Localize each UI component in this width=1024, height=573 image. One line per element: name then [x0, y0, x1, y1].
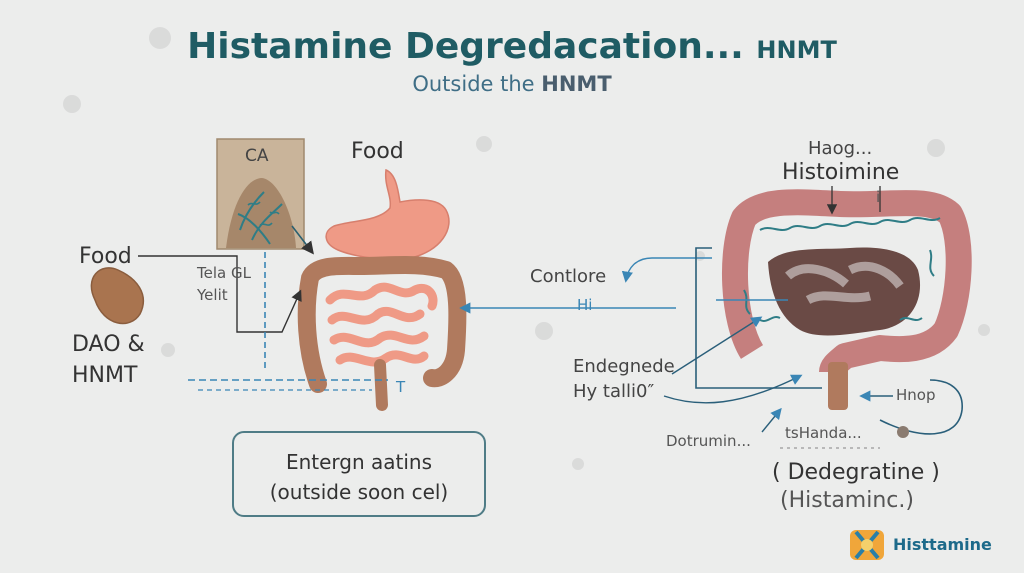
- brand-name: Histtamine: [893, 535, 992, 554]
- arrow-hy: [663, 374, 803, 404]
- extracellular-box: Entergn aatins (outside soon cel): [232, 431, 486, 517]
- food-left-label: Food: [79, 244, 132, 269]
- contlore-label: Contlore: [530, 266, 607, 287]
- colon-right: [721, 189, 972, 410]
- arrow-dotrumin: [761, 407, 782, 433]
- dao-label-line2: HNMT: [72, 363, 138, 388]
- hnop-label: Hnop: [896, 386, 936, 404]
- rectum: [374, 359, 388, 411]
- t-marker: T: [396, 378, 406, 396]
- arrow-tshanda: [879, 379, 963, 435]
- inset-label: CA: [245, 146, 269, 166]
- small-label-2: Yelit: [197, 286, 228, 304]
- brand-logo-icon: [850, 530, 884, 560]
- arrow-loop: [695, 247, 822, 389]
- small-label-1: Tela GL: [197, 264, 251, 282]
- subtitle-bold: HNMT: [541, 72, 612, 96]
- diagram-title: Histamine Degredacation... HNMT: [0, 26, 1024, 67]
- haog-label: Haog...: [808, 138, 873, 159]
- dotrumin-label: Dotrumin...: [666, 432, 751, 450]
- food-lump: [90, 267, 145, 325]
- connector-inset: [291, 225, 314, 255]
- tshanda-label: tsHanda...: [785, 424, 862, 442]
- hi-label: Hi: [577, 296, 593, 314]
- arrow-endegnede: [671, 316, 763, 375]
- degradation-line1: ( Dedegratine ): [772, 460, 940, 485]
- endegnede-label: Endegnede: [573, 356, 675, 377]
- background-dust: [63, 27, 990, 470]
- arrow-contlore: [621, 257, 712, 283]
- colon-left: [297, 256, 467, 393]
- food-top-label: Food: [351, 139, 404, 164]
- small-intestine: [325, 282, 438, 367]
- degradation-line2: (Histaminc.): [780, 488, 914, 513]
- dao-label-line1: DAO &: [72, 332, 145, 357]
- debris-dot: [897, 426, 909, 438]
- subtitle-pre: Outside the: [412, 72, 535, 96]
- box-line2: (outside soon cel): [269, 480, 449, 504]
- histoimine-label: Histoimine: [782, 160, 900, 185]
- box-line1: Entergn aatins: [285, 450, 433, 474]
- title-main: Histamine Degredacation...: [187, 26, 744, 67]
- title-suffix: HNMT: [756, 36, 837, 64]
- histoimine-mark: i: [876, 188, 881, 206]
- diagram-subtitle: Outside the HNMT: [0, 72, 1024, 96]
- connector-food: [138, 255, 302, 333]
- inset-panel: [216, 138, 305, 250]
- stomach-shape: [325, 168, 450, 261]
- hy-label: Hy talli0″: [573, 381, 655, 402]
